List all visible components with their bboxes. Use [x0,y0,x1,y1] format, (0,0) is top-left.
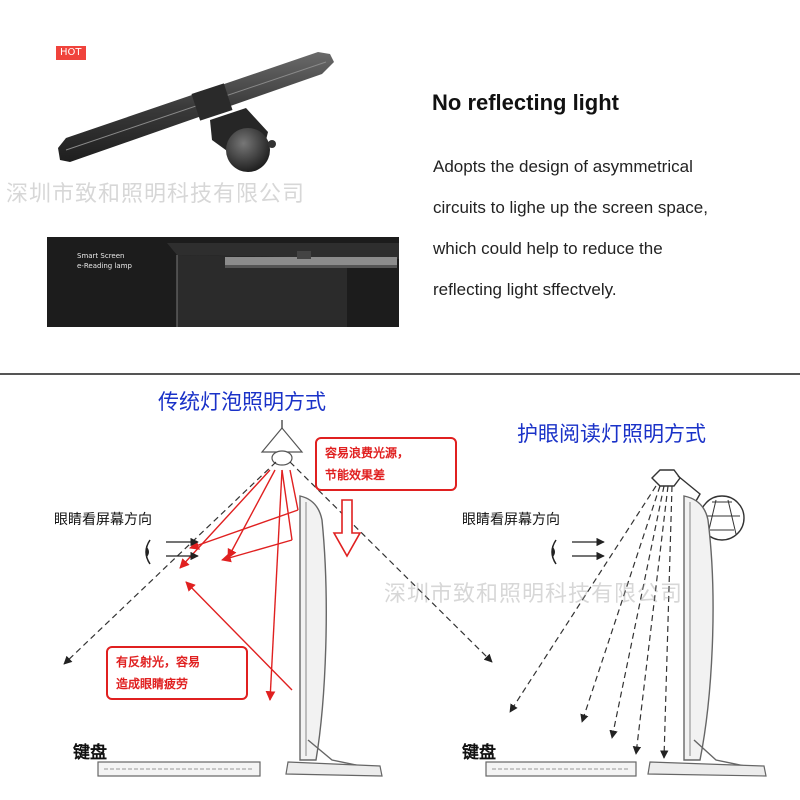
diagram-title-eye-care: 护眼阅读灯照明方式 [517,422,706,446]
page-heading: No reflecting light [432,90,619,115]
eye-icon [145,539,151,565]
photo-label: Smart Screen e-Reading lamp [77,251,132,271]
keyboard-label-left: 键盘 [73,743,107,763]
product-photo-monitor-mount: Smart Screen e-Reading lamp [47,237,399,327]
callout-waste-line-1: 容易浪费光源， [325,446,410,460]
watermark-top: 深圳市致和照明科技有限公司 [6,182,306,207]
keyboard-right [485,761,637,777]
section-divider [0,373,800,375]
right-diagram [485,469,767,777]
monitor-right [647,495,767,777]
lamp-bar-icon [651,469,745,541]
product-photo-lamp-bar [58,52,334,172]
eye-icon [551,539,557,565]
hot-badge: HOT [56,46,86,60]
callout-reflect-line-2: 造成眼睛疲劳 [116,677,189,691]
callout-waste-line-2: 节能效果差 [325,468,386,482]
description-line-3: which could help to reduce the [433,239,663,258]
callout-light-waste: 容易浪费光源， 节能效果差 [315,437,457,491]
eye-direction-label-right: 眼睛看屏幕方向 [462,512,560,528]
monitor-left [285,495,383,777]
callout-reflect-line-1: 有反射光，容易 [116,655,201,669]
bulb-icon [260,420,304,466]
callout-reflection: 有反射光，容易 造成眼睛疲劳 [106,646,248,700]
diagram-title-traditional: 传统灯泡照明方式 [158,390,326,414]
keyboard-label-right: 键盘 [462,743,496,763]
photo-label-line-1: Smart Screen [77,252,125,260]
lighting-comparison-diagram [63,420,767,777]
description-line-2: circuits to lighe up the screen space, [433,198,708,217]
description: Adopts the design of asymmetrical circui… [433,146,783,310]
keyboard-left [97,761,261,777]
left-diagram [63,420,493,777]
photo-label-line-2: e-Reading lamp [77,262,132,270]
eye-direction-label-left: 眼睛看屏幕方向 [54,512,152,528]
description-line-4: reflecting light sffectvely. [433,280,617,299]
red-down-arrow [332,499,362,558]
description-line-1: Adopts the design of asymmetrical [433,157,693,176]
watermark-bottom: 深圳市致和照明科技有限公司 [384,582,684,607]
